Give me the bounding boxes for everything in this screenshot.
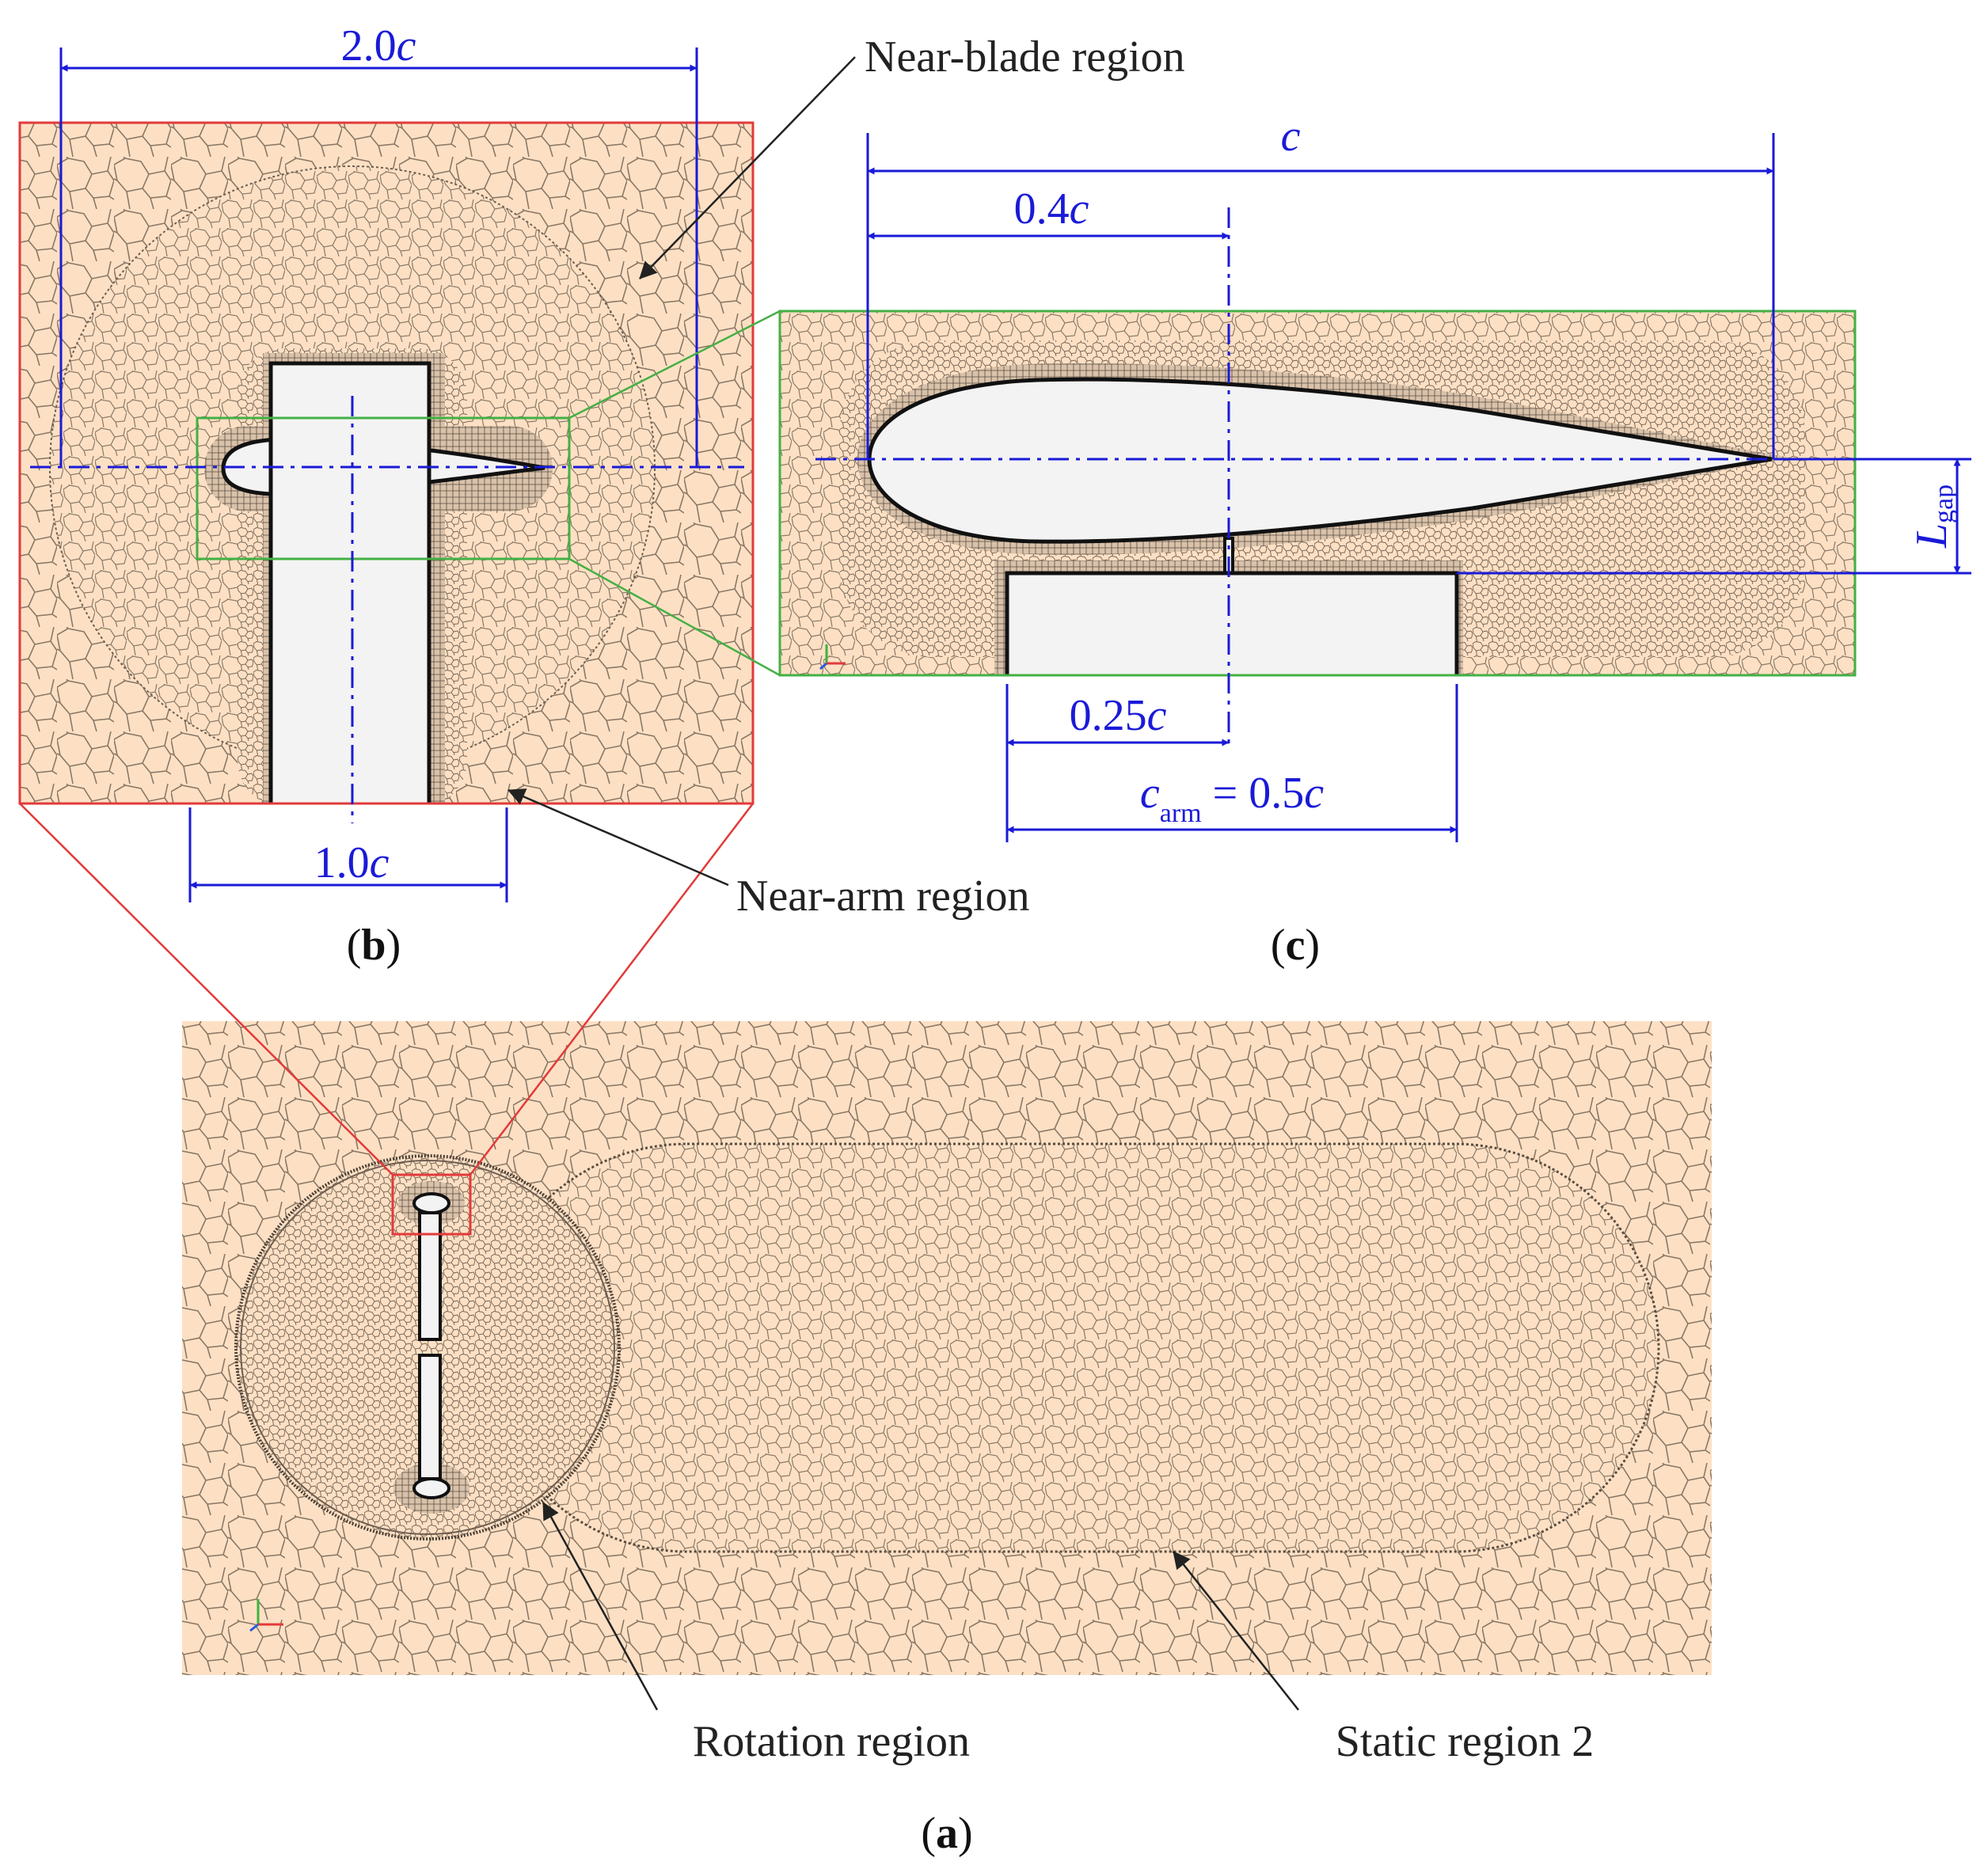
arrow-near-blade: [639, 56, 856, 279]
zoom-connector-c-top: [568, 310, 781, 420]
axis-triad-a: [249, 1599, 283, 1632]
dim-025c-label: 0.25c: [1070, 691, 1167, 740]
lower-arm: [418, 1354, 442, 1480]
arrow-static2: [1173, 1551, 1299, 1711]
airfoil-c: [867, 377, 1773, 544]
arm-b: [268, 361, 431, 804]
arrow-near-arm: [507, 788, 729, 887]
dim-04c-label: 0.4c: [1014, 184, 1089, 234]
arm-c: [1005, 571, 1459, 675]
panel-b: 2.0c 1.0c: [18, 21, 781, 902]
panel-label-a: (a): [921, 1809, 972, 1858]
zoom-connector-c-bottom: [568, 557, 781, 677]
rotation-region-inner-ring: [240, 1160, 615, 1535]
dim-lgap-label: Lgap: [1907, 484, 1959, 549]
zoom-connector-left: [19, 803, 393, 1176]
zoom-box-b: [391, 1173, 472, 1236]
dim-carm-label: carm = 0.5c: [1140, 769, 1324, 828]
annotation-rotation: Rotation region: [693, 1717, 970, 1766]
panel-label-c: (c): [1271, 921, 1320, 970]
panel-c: c 0.4c Lgap 0.25c carm = 0.5c: [778, 112, 1971, 842]
upper-arm: [418, 1211, 442, 1341]
static-region-2-boundary: [481, 1142, 1660, 1553]
arrow-rotation: [542, 1502, 659, 1711]
upper-blade: [412, 1192, 450, 1214]
panel-c-frame: [778, 310, 1857, 677]
dim-2c-label: 2.0c: [341, 21, 416, 70]
dim-c-label: c: [1281, 112, 1301, 161]
panel-a: [19, 803, 1712, 1675]
annotation-near-arm: Near-arm region: [736, 872, 1029, 921]
annotations: Near-blade region Near-arm region Rotati…: [507, 32, 1595, 1766]
annotation-near-blade: Near-blade region: [865, 32, 1185, 82]
dim-1c-label: 1.0c: [314, 838, 390, 887]
zoom-box-c: [196, 416, 571, 560]
axis-triad-c: [819, 644, 846, 671]
rotation-region-boundary: [234, 1154, 621, 1541]
panel-label-b: (b): [347, 921, 401, 970]
panel-b-frame: [18, 121, 755, 805]
lower-blade: [412, 1477, 450, 1499]
zoom-connector-right: [469, 803, 754, 1176]
annotation-static2: Static region 2: [1336, 1717, 1595, 1766]
